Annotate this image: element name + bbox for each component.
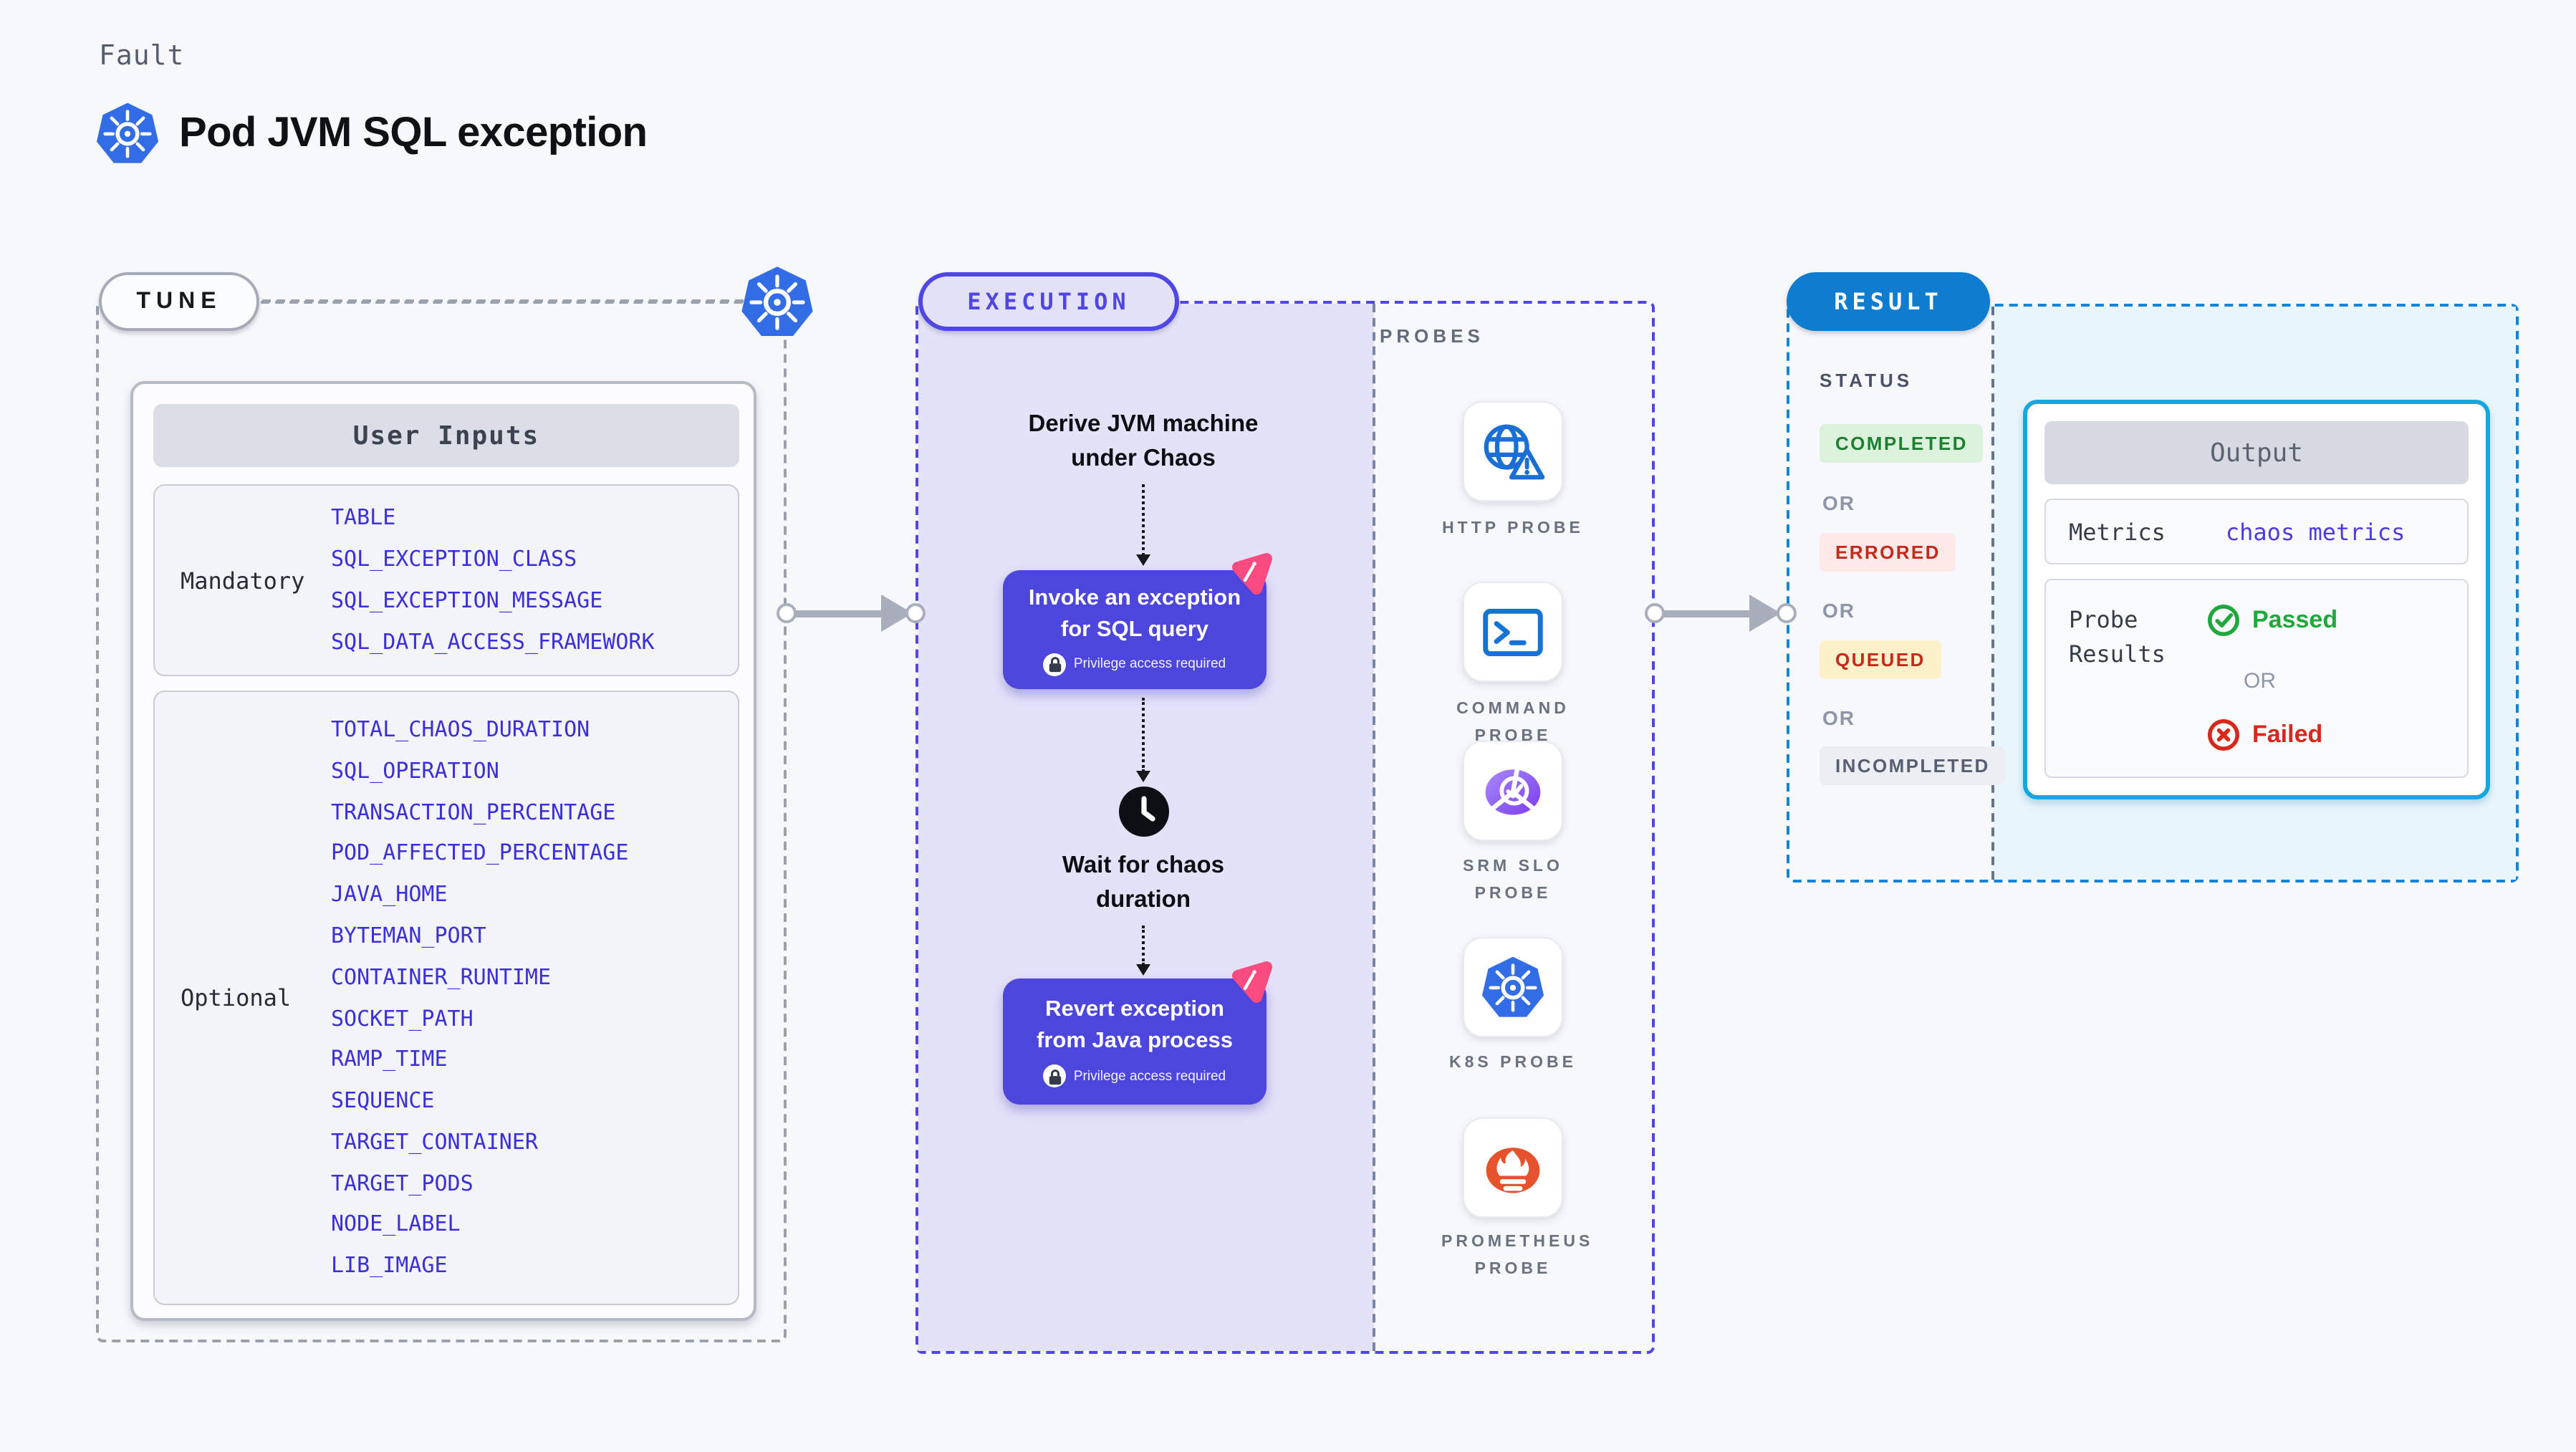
connector-node	[777, 603, 797, 623]
metrics-label: Metrics	[2069, 518, 2166, 545]
param-item: TRANSACTION_PERCENTAGE	[331, 799, 616, 825]
probe-label: SRM SLO PROBE	[1463, 858, 1563, 903]
connector-node	[1645, 603, 1665, 623]
probes-heading: PROBES	[1380, 325, 1484, 347]
passed-status: Passed	[2206, 603, 2337, 638]
execution-to-result-arrow	[1655, 595, 1798, 632]
revert-exception-step[interactable]: Revert exception from Java process Privi…	[1003, 979, 1267, 1105]
or-separator: OR	[1822, 599, 1855, 622]
probe-results-label: Probe Results	[2069, 606, 2166, 668]
param-item: TARGET_PODS	[331, 1170, 474, 1196]
or-separator: OR	[2244, 669, 2276, 693]
wait-step-text: Wait for chaos duration	[1062, 852, 1225, 913]
metrics-value: chaos metrics	[2225, 518, 2406, 545]
probe-label: PROMETHEUS PROBE	[1441, 1234, 1594, 1278]
globe-alert-icon	[1479, 420, 1547, 483]
terminal-icon	[1480, 600, 1546, 663]
connector-node	[1777, 603, 1797, 623]
tune-pill[interactable]: TUNE	[99, 272, 259, 331]
connector-node	[905, 603, 926, 623]
param-item: RAMP_TIME	[331, 1046, 448, 1072]
param-item: LIB_IMAGE	[331, 1252, 448, 1279]
mandatory-group: Mandatory TABLE SQL_EXCEPTION_CLASS SQL_…	[153, 484, 739, 676]
kubernetes-icon	[739, 264, 815, 340]
tune-section	[96, 301, 787, 1342]
param-item: SEQUENCE	[331, 1087, 435, 1114]
tune-connector-line	[262, 299, 744, 302]
param-item: NODE_LABEL	[331, 1211, 461, 1237]
param-item: BYTEMAN_PORT	[331, 922, 486, 948]
privilege-note: Privilege access required	[1073, 656, 1226, 672]
param-item: TOTAL_CHAOS_DURATION	[331, 716, 590, 742]
user-inputs-header: User Inputs	[153, 404, 739, 467]
chaos-step-icon	[1229, 960, 1275, 1006]
kubernetes-icon	[95, 100, 160, 166]
param-item: CONTAINER_RUNTIME	[331, 963, 552, 990]
privilege-note: Privilege access required	[1073, 1068, 1226, 1084]
metrics-row: Metrics chaos metrics	[2044, 499, 2469, 564]
kubernetes-icon	[1480, 954, 1546, 1020]
result-pill[interactable]: RESULT	[1787, 272, 1990, 331]
param-item: SOCKET_PATH	[331, 1005, 474, 1031]
clock-icon	[1119, 787, 1169, 837]
k8s-probe-card[interactable]	[1463, 937, 1563, 1037]
flow-arrow	[1135, 484, 1150, 566]
x-circle-icon	[2206, 718, 2241, 752]
execution-section	[915, 301, 1655, 1354]
check-circle-icon	[2206, 603, 2241, 638]
page-title: Pod JVM SQL exception	[179, 110, 648, 155]
flow-arrow	[1135, 698, 1150, 782]
param-item: TABLE	[331, 504, 396, 531]
optional-group: Optional TOTAL_CHAOS_DURATION SQL_OPERAT…	[153, 691, 739, 1305]
http-probe-card[interactable]	[1463, 401, 1563, 501]
param-item: SQL_DATA_ACCESS_FRAMEWORK	[331, 628, 655, 655]
or-separator: OR	[1822, 491, 1855, 514]
or-separator: OR	[1822, 706, 1855, 729]
param-item: JAVA_HOME	[331, 881, 448, 908]
mandatory-label: Mandatory	[181, 567, 305, 594]
param-item: TARGET_CONTAINER	[331, 1128, 538, 1155]
page-title-row: Pod JVM SQL exception	[95, 100, 648, 166]
prometheus-icon	[1486, 1148, 1540, 1193]
output-card: Output Metrics chaos metrics Probe Resul…	[2023, 400, 2490, 799]
optional-label: Optional	[181, 984, 292, 1011]
status-heading: STATUS	[1820, 370, 1913, 391]
derive-step-text: Derive JVM machine under Chaos	[1028, 411, 1259, 471]
probe-label: HTTP PROBE	[1442, 520, 1584, 537]
result-divider	[1991, 307, 1994, 880]
failed-status: Failed	[2206, 718, 2322, 752]
probe-label: K8S PROBE	[1449, 1054, 1577, 1072]
status-badge-queued: QUEUED	[1820, 640, 1941, 679]
probe-results-row: Probe Results Passed OR Failed	[2044, 579, 2469, 778]
command-probe-card[interactable]	[1463, 582, 1563, 682]
status-badge-errored: ERRORED	[1820, 533, 1956, 572]
fault-eyebrow: Fault	[99, 40, 185, 72]
output-header: Output	[2044, 421, 2469, 484]
lock-icon	[1043, 653, 1067, 675]
slo-gauge-icon	[1480, 759, 1546, 822]
lock-icon	[1043, 1064, 1067, 1087]
status-badge-completed: COMPLETED	[1820, 424, 1984, 463]
prometheus-probe-card[interactable]	[1463, 1117, 1563, 1218]
chaos-step-icon	[1229, 552, 1275, 597]
execution-pill[interactable]: EXECUTION	[918, 272, 1179, 331]
srm-slo-probe-card[interactable]	[1463, 741, 1563, 841]
user-inputs-card: User Inputs Mandatory TABLE SQL_EXCEPTIO…	[130, 381, 756, 1321]
flow-arrow	[1135, 925, 1150, 976]
probes-divider	[1373, 304, 1375, 1351]
status-badge-incompleted: INCOMPLETED	[1820, 746, 2006, 785]
param-item: SQL_OPERATION	[331, 757, 499, 784]
param-item: POD_AFFECTED_PERCENTAGE	[331, 840, 629, 866]
invoke-exception-step[interactable]: Invoke an exception for SQL query Privil…	[1003, 570, 1267, 689]
param-item: SQL_EXCEPTION_MESSAGE	[331, 587, 603, 613]
param-item: SQL_EXCEPTION_CLASS	[331, 546, 577, 572]
